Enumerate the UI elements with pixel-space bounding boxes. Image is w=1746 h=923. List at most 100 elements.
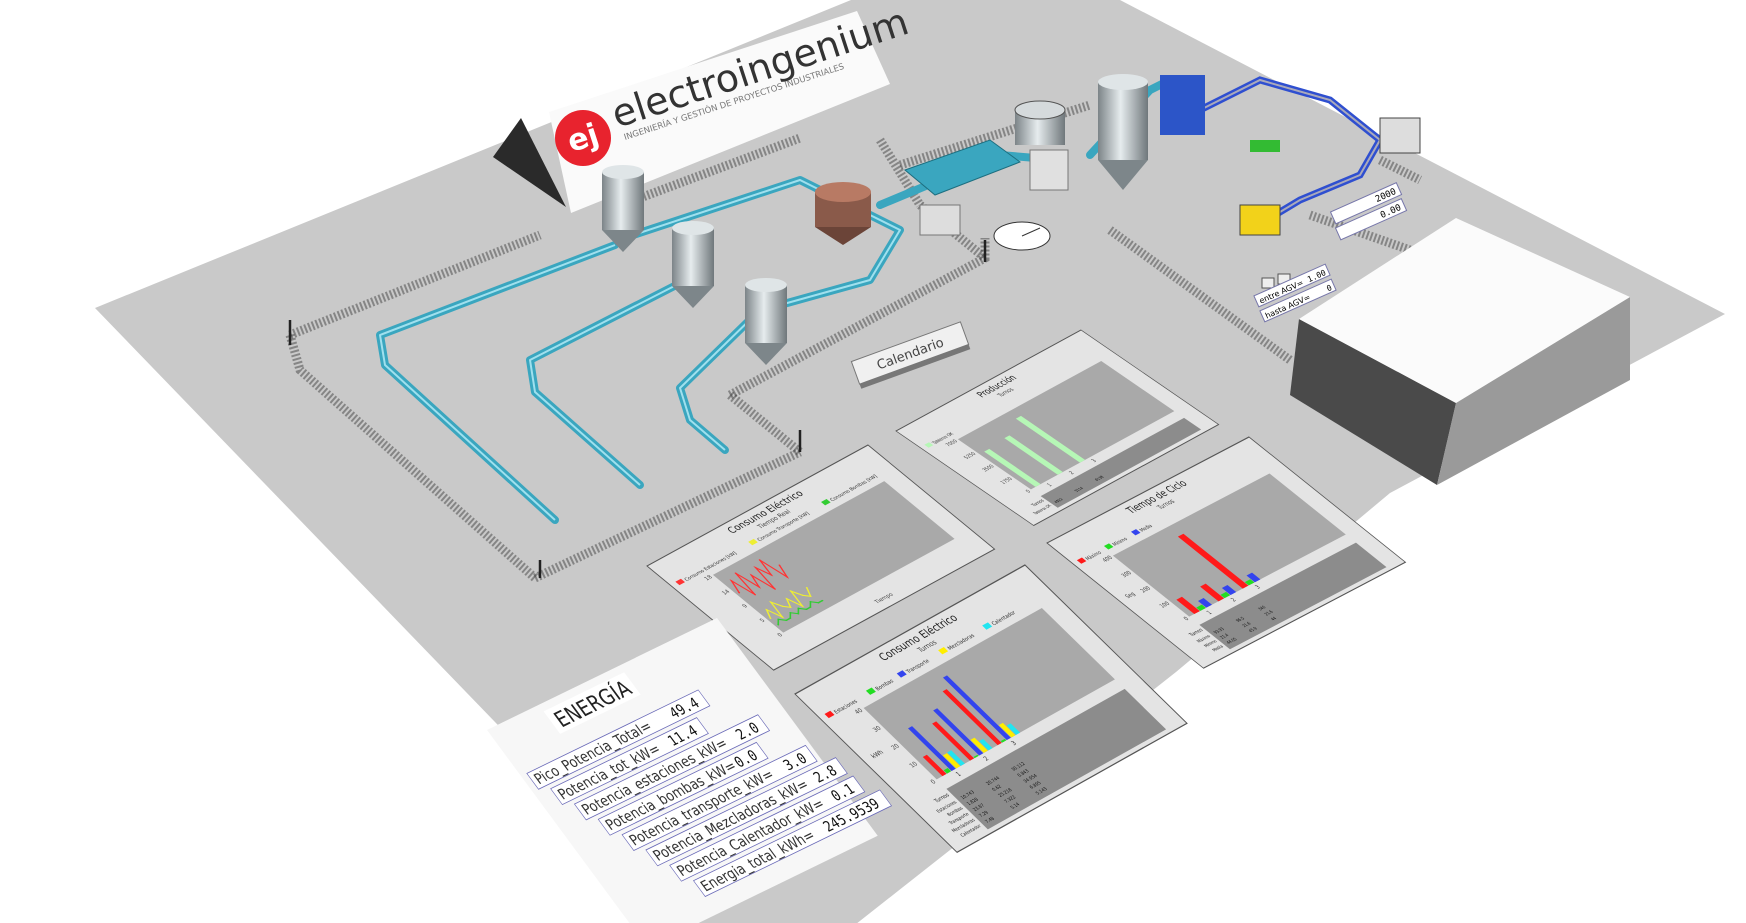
mixer-tank-1 xyxy=(602,165,644,252)
data-point xyxy=(805,587,808,589)
legend-swatch xyxy=(1076,557,1087,564)
legend-swatch xyxy=(675,578,686,586)
data-point xyxy=(789,590,792,592)
data-table xyxy=(1199,542,1387,650)
x-tick-label: 3 xyxy=(1010,740,1019,747)
y-tick-label: 400 xyxy=(1101,555,1114,564)
data-point xyxy=(805,608,808,611)
table-cell: 21.6 xyxy=(1241,621,1252,628)
y-tick-label: 5 xyxy=(759,618,767,624)
data-point xyxy=(797,613,800,615)
table-cell: 30.112 xyxy=(1010,761,1027,772)
y-tick-label: 18 xyxy=(704,575,715,582)
data-point xyxy=(777,618,780,621)
bar xyxy=(933,708,984,756)
table-row-label: Media xyxy=(1211,644,1225,653)
table-cell: 23.87 xyxy=(972,803,987,813)
data-table xyxy=(1040,417,1202,508)
y-tick-label: 14 xyxy=(721,589,732,596)
legend-swatch xyxy=(1130,529,1141,536)
energy-row-box xyxy=(526,689,711,790)
data-point xyxy=(750,574,753,576)
agv-station xyxy=(1239,204,1281,236)
data-point xyxy=(809,606,812,608)
bar xyxy=(1196,604,1206,611)
energy-row-value: 2.8 xyxy=(810,763,840,787)
data-point xyxy=(754,566,757,569)
bar xyxy=(979,738,993,751)
energy-row-value: 3.0 xyxy=(780,750,810,774)
round-tank xyxy=(1014,100,1066,145)
agv-value: 0 xyxy=(1325,283,1333,293)
x-tick-label: 1 xyxy=(1206,610,1214,616)
legend-swatch xyxy=(865,687,876,695)
y-tick-label: 20 xyxy=(890,743,902,752)
table-cell: 0.62 xyxy=(991,784,1004,793)
data-point xyxy=(778,564,781,566)
energy-row-box xyxy=(669,775,866,882)
plot-area xyxy=(712,481,955,633)
legend-swatch xyxy=(982,622,993,630)
silo xyxy=(1098,74,1148,190)
data-point xyxy=(809,595,812,597)
table-cell: 7.322 xyxy=(1003,794,1018,804)
table-cell: 6138 xyxy=(1093,474,1105,481)
legend-label: Mínimo xyxy=(1110,536,1129,548)
bar xyxy=(1244,579,1255,586)
bar xyxy=(970,737,988,753)
y-axis-label: kWh xyxy=(870,749,886,760)
plot-area xyxy=(1112,473,1346,617)
x-tick-label: 2 xyxy=(982,755,991,762)
table-cell: 4922 xyxy=(1052,497,1064,504)
y-tick-label: 1750 xyxy=(999,477,1014,486)
logo-mark-icon xyxy=(555,110,611,166)
bar xyxy=(908,726,956,771)
energy-row-box xyxy=(692,789,893,897)
data-point xyxy=(758,559,761,561)
legend-swatch xyxy=(896,670,907,678)
bar xyxy=(942,689,1002,746)
table-cell: 21.4 xyxy=(1219,632,1230,639)
table-cell: 5.143 xyxy=(1034,786,1049,796)
chart-subtitle: Turnos xyxy=(996,387,1016,399)
data-point xyxy=(781,616,784,618)
data-point xyxy=(797,607,800,610)
x-tick-label: 1 xyxy=(955,771,964,778)
data-point xyxy=(769,617,772,619)
data-point xyxy=(785,619,788,622)
bar xyxy=(943,768,952,774)
control-cabinet xyxy=(919,204,961,236)
bar xyxy=(998,722,1016,738)
table-header: Turnos xyxy=(1187,627,1205,638)
agv-button[interactable] xyxy=(1261,277,1275,289)
series-line xyxy=(765,587,812,619)
legend-swatch xyxy=(1103,543,1114,550)
table-cell: 1.828 xyxy=(966,797,981,807)
data-table xyxy=(946,688,1167,830)
data-point xyxy=(777,624,780,626)
mixer-tank-3 xyxy=(745,278,787,365)
y-tick-label: 0 xyxy=(777,632,785,638)
legend-swatch xyxy=(924,442,934,448)
clock-gauge-icon xyxy=(993,221,1051,251)
factory-floor xyxy=(95,0,1725,923)
heater-tank xyxy=(815,182,871,245)
table-cell: 93.93 xyxy=(1212,626,1225,634)
y-tick-label: 40 xyxy=(853,707,865,716)
data-point xyxy=(781,605,784,607)
data-point xyxy=(789,617,792,619)
warehouse-block xyxy=(1290,218,1630,485)
energy-row-box xyxy=(597,741,769,836)
table-row-label: Máximo xyxy=(1195,634,1212,644)
x-tick-label: 3 xyxy=(1090,459,1098,464)
table-cell: 340 xyxy=(1257,605,1268,612)
table-cell: 96.5 xyxy=(1234,616,1245,623)
legend-swatch xyxy=(824,710,835,719)
table-cell: 45.9 xyxy=(1247,626,1258,633)
data-point xyxy=(758,586,761,588)
conveyor-line xyxy=(1160,75,1421,236)
energy-row-box xyxy=(621,744,818,851)
y-tick-label: 30 xyxy=(872,725,884,734)
calendar-button[interactable]: Calendario xyxy=(850,321,971,389)
